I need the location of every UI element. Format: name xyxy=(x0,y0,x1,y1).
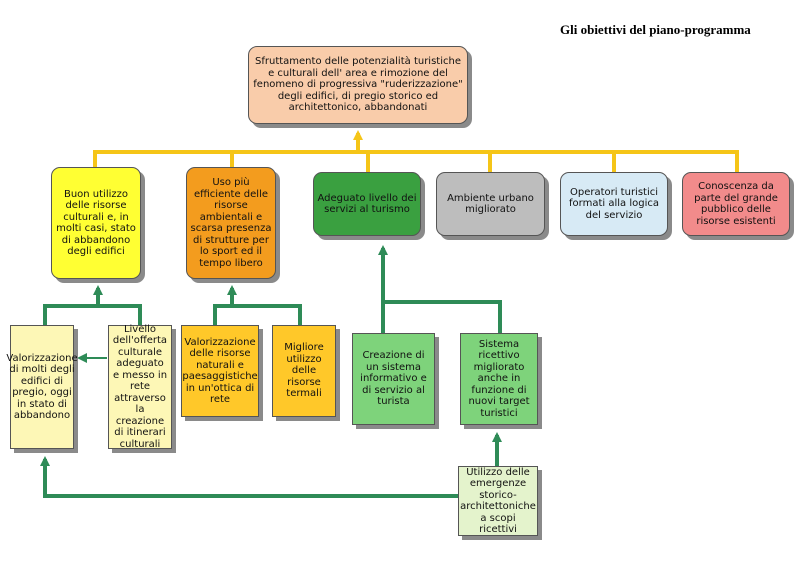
objective-public-knowledge: Conoscenza da parte del grande pubblico … xyxy=(682,172,790,236)
root-objective-box: Sfruttamento delle potenzialità turistic… xyxy=(248,46,468,124)
objective-environmental-resources: Uso più efficiente delle risorse ambient… xyxy=(186,167,276,279)
sub-objective-valorizzazione-edifici: Valorizzazione di molti degli edifici di… xyxy=(6,325,78,449)
sub-objective-valorizzazione-risorse: Valorizzazione delle risorse naturali e … xyxy=(181,325,259,417)
sub-objective-sistema-informativo: Creazione di un sistema informativo e di… xyxy=(352,333,435,425)
sub-objective-utilizzo-emergenze: Utilizzo delle emergenze storico-archite… xyxy=(458,466,538,536)
objective-tourism-services: Adeguato livello dei servizi al turismo xyxy=(313,172,421,236)
sub-objective-livello-offerta: Livello dell'offerta culturale adeguato … xyxy=(108,324,172,450)
green-line-emergenze xyxy=(40,456,460,498)
objective-urban-environment: Ambiente urbano migliorato xyxy=(436,172,545,236)
sub-objective-sistema-ricettivo: Sistema ricettivo migliorato anche in fu… xyxy=(460,333,538,425)
objective-cultural-resources: Buon utilizzo delle risorse culturali e,… xyxy=(51,167,141,279)
sub-objective-utilizzo-termali: Migliore utilizzo delle risorse termali xyxy=(272,325,336,417)
objective-trained-operators: Operatori turistici formati alla logica … xyxy=(560,172,668,236)
diagram-title: Gli obiettivi del piano-programma xyxy=(560,22,751,37)
